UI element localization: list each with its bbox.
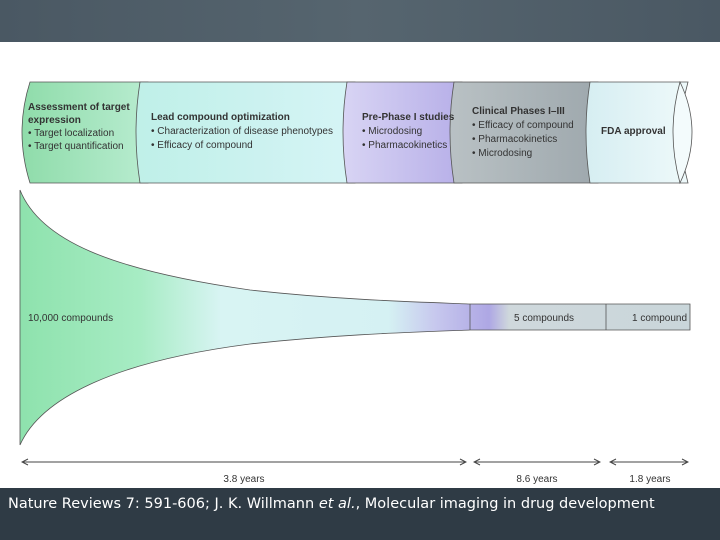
funnel-shape (20, 190, 690, 445)
citation-etal: et al. (319, 496, 356, 512)
compound-funnel: 10,000 compounds 5 compounds 1 compound (20, 190, 690, 445)
timeline-label-2: 8.6 years (516, 474, 557, 485)
funnel-start-label: 10,000 compounds (28, 313, 113, 324)
citation-prefix: Nature Reviews 7: 591-606; J. K. Willman… (8, 496, 319, 512)
stage-4-segment (450, 82, 598, 183)
stage-1-bullet-1: • Target localization (28, 128, 114, 139)
timeline-label-3: 1.8 years (629, 474, 670, 485)
stage-3-title: Pre-Phase I studies (362, 112, 455, 123)
stage-1-bullet-2: • Target quantification (28, 141, 124, 152)
stage-4-bullet-2: • Pharmacokinetics (472, 134, 557, 145)
stage-4-bullet-3: • Microdosing (472, 148, 532, 159)
stage-4-bullet-1: • Efficacy of compound (472, 120, 574, 131)
funnel-mid-label: 5 compounds (514, 313, 574, 324)
stage-5-title: FDA approval (601, 126, 666, 137)
stage-1-title-line-1: Assessment of target (28, 102, 130, 113)
stage-3-bullet-1: • Microdosing (362, 126, 422, 137)
stage-2-title: Lead compound optimization (151, 112, 290, 123)
stage-4-title: Clinical Phases I–III (472, 106, 565, 117)
timeline-label-1: 3.8 years (223, 474, 264, 485)
stage-2-bullet-2: • Efficacy of compound (151, 140, 253, 151)
stage-bar (22, 82, 692, 183)
funnel-end-label: 1 compound (632, 313, 687, 324)
stage-2-bullet-1: • Characterization of disease phenotypes (151, 126, 333, 137)
citation: Nature Reviews 7: 591-606; J. K. Willman… (8, 495, 712, 513)
stage-3-bullet-2: • Pharmacokinetics (362, 140, 447, 151)
stage-5-text: FDA approval (601, 126, 666, 137)
stage-1-title-line-2: expression (28, 115, 81, 126)
citation-suffix: , Molecular imaging in drug development (356, 496, 655, 512)
